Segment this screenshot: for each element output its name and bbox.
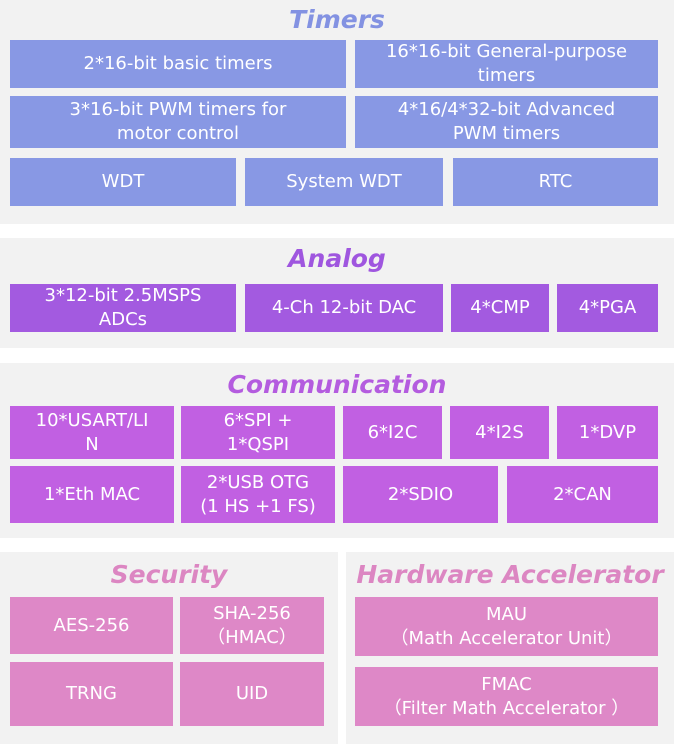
advanced-pwm-timers-block: 4*16/4*32-bit Advanced PWM timers xyxy=(355,96,658,148)
communication-title: Communication xyxy=(227,370,447,399)
general-purpose-timers-block: 16*16-bit General-purpose timers xyxy=(355,40,658,88)
system-wdt-block: System WDT xyxy=(245,158,443,206)
i2c-block: 6*I2C xyxy=(343,406,442,459)
timers-section: Timers 2*16-bit basic timers 16*16-bit G… xyxy=(0,0,674,224)
aes-block: AES-256 xyxy=(10,597,173,654)
analog-section: Analog 3*12-bit 2.5MSPS ADCs 4-Ch 12-bit… xyxy=(0,238,674,348)
security-title: Security xyxy=(110,560,228,589)
fmac-block: FMAC （Filter Math Accelerator ） xyxy=(355,667,658,726)
usb-otg-block: 2*USB OTG (1 HS +1 FS) xyxy=(181,466,335,523)
uid-block: UID xyxy=(180,662,324,726)
wdt-block: WDT xyxy=(10,158,236,206)
hardware-accelerator-title: Hardware Accelerator xyxy=(356,560,664,589)
usart-lin-block: 10*USART/LI N xyxy=(10,406,174,459)
spi-qspi-block: 6*SPI + 1*QSPI xyxy=(181,406,335,459)
hardware-accelerator-section: Hardware Accelerator MAU （Math Accelerat… xyxy=(346,552,674,744)
cmp-block: 4*CMP xyxy=(451,284,549,332)
dvp-block: 1*DVP xyxy=(557,406,658,459)
pga-block: 4*PGA xyxy=(557,284,658,332)
mau-block: MAU （Math Accelerator Unit） xyxy=(355,597,658,656)
eth-mac-block: 1*Eth MAC xyxy=(10,466,174,523)
communication-section: Communication 10*USART/LI N 6*SPI + 1*QS… xyxy=(0,363,674,538)
dac-block: 4-Ch 12-bit DAC xyxy=(245,284,443,332)
security-section: Security AES-256 SHA-256 （HMAC） TRNG UID xyxy=(0,552,338,744)
sha-block: SHA-256 （HMAC） xyxy=(180,597,324,654)
trng-block: TRNG xyxy=(10,662,173,726)
sdio-block: 2*SDIO xyxy=(343,466,498,523)
can-block: 2*CAN xyxy=(507,466,658,523)
rtc-block: RTC xyxy=(453,158,658,206)
adc-block: 3*12-bit 2.5MSPS ADCs xyxy=(10,284,236,332)
timers-title: Timers xyxy=(289,5,385,34)
analog-title: Analog xyxy=(288,244,386,273)
pwm-motor-timers-block: 3*16-bit PWM timers for motor control xyxy=(10,96,346,148)
i2s-block: 4*I2S xyxy=(450,406,549,459)
basic-timers-block: 2*16-bit basic timers xyxy=(10,40,346,88)
